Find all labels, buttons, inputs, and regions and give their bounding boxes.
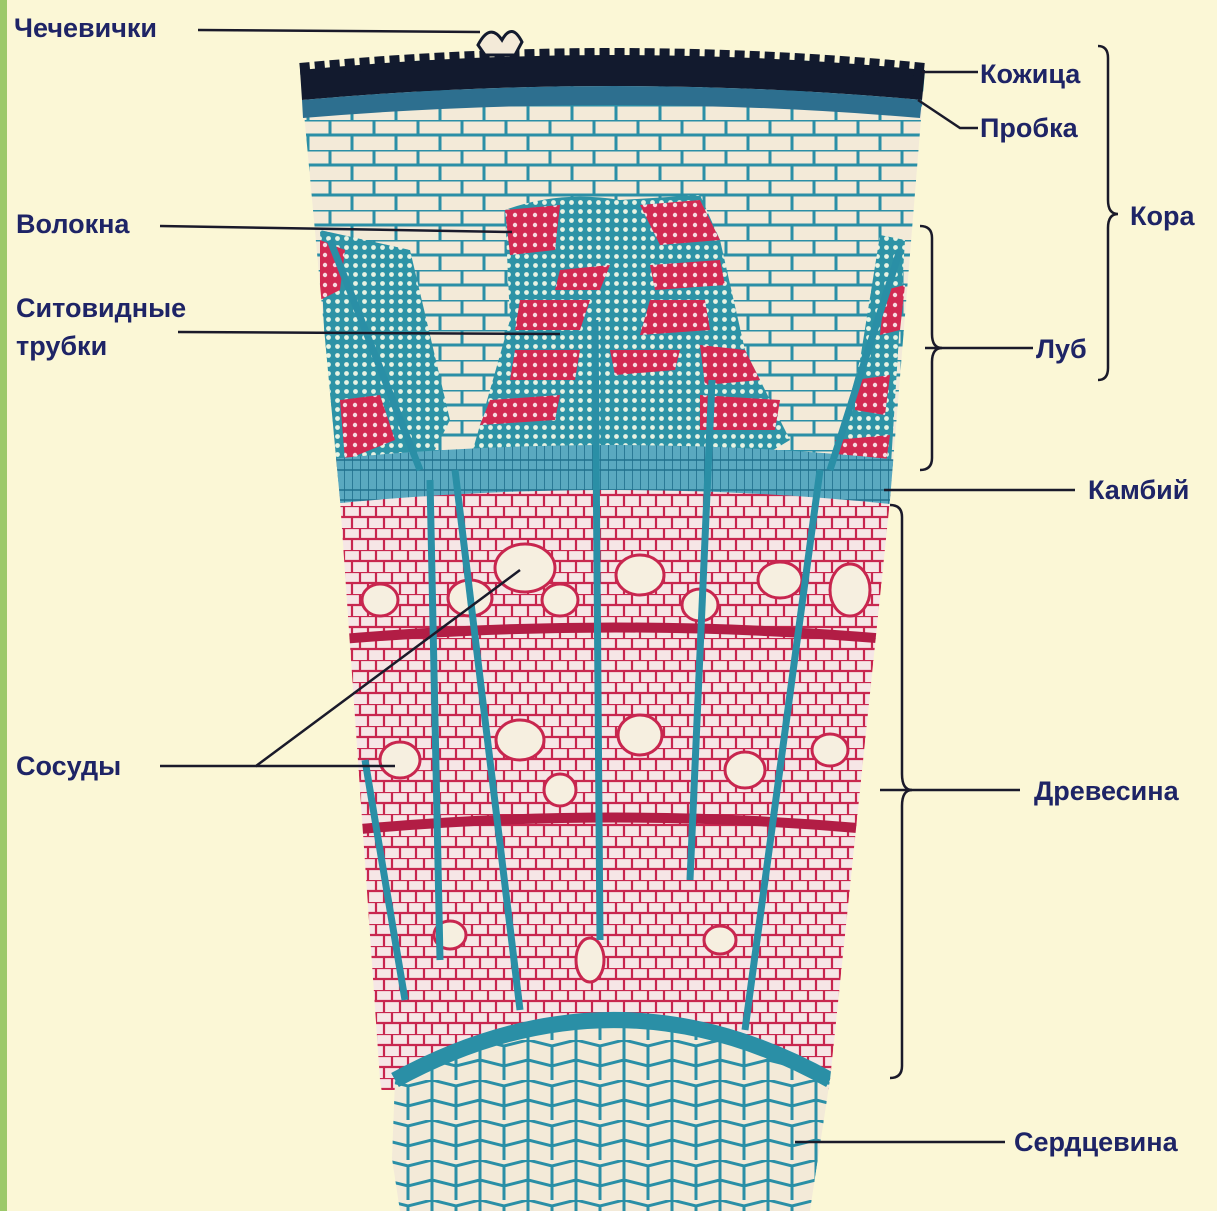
- label-cork: Пробка: [980, 112, 1078, 144]
- fiber-bundle: [505, 205, 560, 255]
- label-fibers: Волокна: [16, 208, 129, 240]
- fiber-bundle: [515, 300, 590, 330]
- lenticel: [478, 31, 522, 55]
- label-pith: Сердцевина: [1014, 1126, 1178, 1158]
- tissue-wedge: [280, 60, 960, 1211]
- vessel: [362, 584, 398, 616]
- bracket-wood: [890, 505, 912, 1078]
- bracket-bark: [1098, 46, 1118, 380]
- label-lenticels: Чечевички: [14, 12, 157, 44]
- fiber-bundle: [640, 300, 710, 335]
- vessel: [495, 544, 555, 592]
- label-phloem: Луб: [1036, 333, 1087, 365]
- label-wood: Древесина: [1034, 775, 1179, 807]
- fiber-bundle: [650, 260, 725, 290]
- vessel: [616, 555, 664, 595]
- label-sieve-tubes-line1: Ситовидные: [16, 292, 186, 324]
- vessel: [704, 926, 736, 954]
- vessel: [542, 584, 578, 616]
- vessel: [618, 715, 662, 755]
- vessel: [830, 564, 870, 616]
- brackets: [890, 46, 1118, 1078]
- vessel: [496, 720, 544, 760]
- vessel: [576, 938, 604, 982]
- leader-cork: [918, 100, 978, 128]
- vessel: [725, 752, 765, 788]
- vessel: [812, 734, 848, 766]
- label-bark: Кора: [1130, 200, 1194, 232]
- leader-lenticels: [198, 30, 480, 32]
- label-vessels: Сосуды: [16, 750, 121, 782]
- label-cambium: Камбий: [1088, 474, 1189, 506]
- vessel: [758, 562, 802, 598]
- vessel: [380, 742, 420, 778]
- label-sieve-tubes-line2: трубки: [16, 330, 107, 362]
- label-epidermis: Кожица: [980, 58, 1080, 90]
- ray: [595, 320, 600, 940]
- fiber-bundle: [510, 350, 580, 380]
- vessel: [544, 774, 576, 806]
